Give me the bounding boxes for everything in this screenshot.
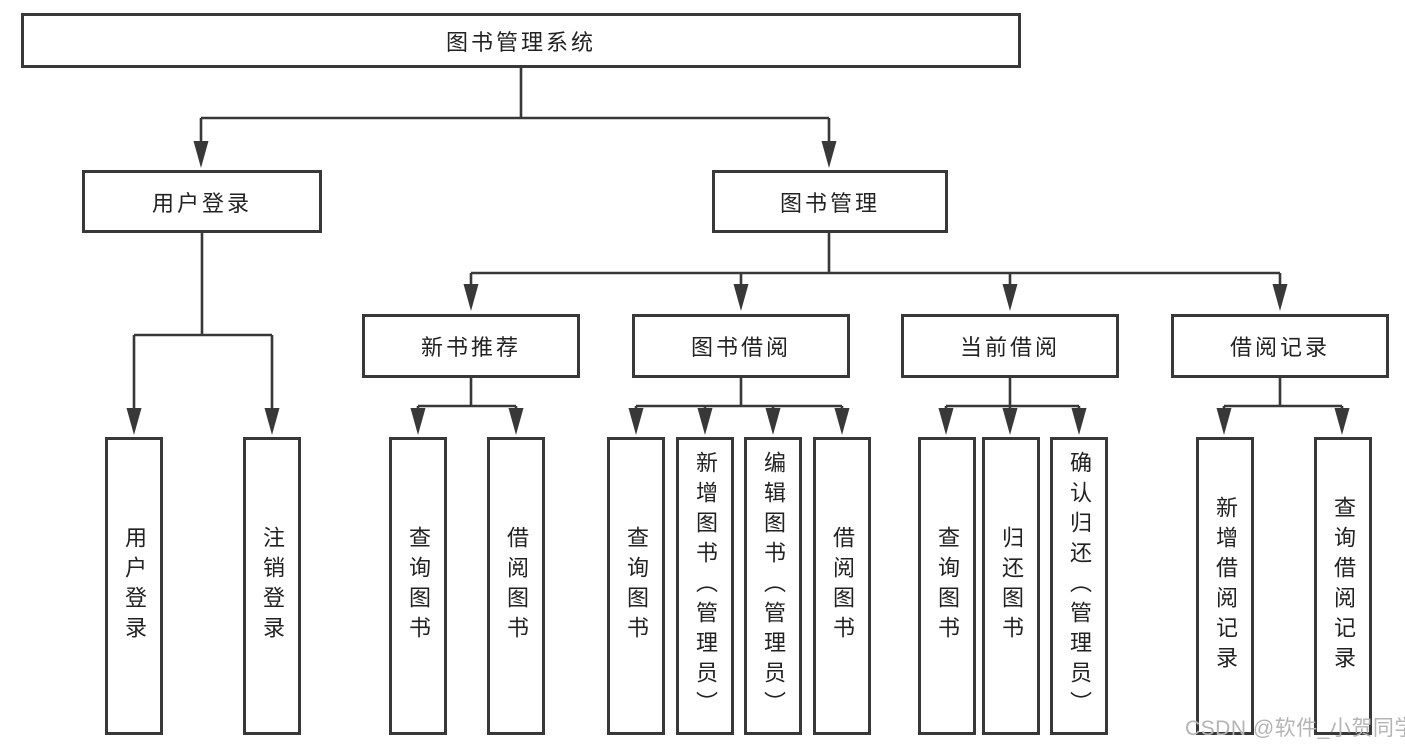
leaf-query-books-borrow-label: 查询图书	[624, 526, 649, 646]
leaf-confirm-return-admin-label: 确认归还（管理员）	[1067, 451, 1092, 721]
node-borrow-records-label: 借阅记录	[1229, 335, 1330, 360]
leaf-query-books-current-label: 查询图书	[935, 526, 960, 646]
leaf-logout-label: 注销登录	[260, 526, 285, 646]
arrowhead	[410, 408, 426, 435]
leaf-edit-books-admin: 编辑图书（管理员）	[744, 437, 802, 735]
leaf-query-books-recommend-label: 查询图书	[406, 526, 431, 646]
connector-line	[469, 233, 1282, 285]
arrowhead	[1216, 408, 1232, 435]
arrowhead	[821, 141, 837, 168]
watermark-text: CSDN @软件_小贺同学	[1185, 717, 1405, 740]
arrowhead	[1272, 284, 1288, 311]
leaf-user-login: 用户登录	[105, 437, 163, 735]
arrowhead	[1002, 408, 1018, 435]
leaf-query-books-recommend: 查询图书	[389, 437, 447, 735]
leaf-return-books: 归还图书	[982, 437, 1040, 735]
connector-line	[634, 378, 844, 410]
connector-line	[416, 378, 518, 410]
leaf-edit-books-admin-label: 编辑图书（管理员）	[761, 451, 786, 721]
leaf-return-books-label: 归还图书	[999, 526, 1024, 646]
arrowhead	[1002, 284, 1018, 311]
arrowhead	[834, 408, 850, 435]
node-book-management-label: 图书管理	[779, 190, 880, 216]
leaf-query-books-borrow: 查询图书	[607, 437, 665, 735]
connector-new-book-recommend-to-leaves	[410, 378, 524, 435]
arrowhead	[733, 284, 749, 311]
connector-line	[1222, 378, 1344, 410]
arrowhead	[765, 408, 781, 435]
leaf-user-login-label: 用户登录	[122, 526, 147, 646]
leaf-borrow-books-recommend-label: 借阅图书	[504, 526, 529, 646]
leaf-borrow-books-label: 借阅图书	[830, 526, 855, 646]
leaf-logout: 注销登录	[243, 437, 301, 735]
leaf-add-books-admin: 新增图书（管理员）	[676, 437, 734, 735]
arrowhead	[193, 141, 209, 168]
node-current-borrow: 当前借阅	[901, 314, 1119, 378]
arrowhead	[264, 408, 280, 435]
arrowhead	[1071, 408, 1087, 435]
leaf-borrow-books: 借阅图书	[813, 437, 871, 735]
arrowhead	[1334, 408, 1350, 435]
connector-root-to-level1	[193, 68, 837, 168]
node-current-borrow-label: 当前借阅	[959, 335, 1060, 360]
arrowhead	[628, 408, 644, 435]
leaf-query-borrow-record-label: 查询借阅记录	[1331, 496, 1356, 676]
leaf-query-borrow-record: 查询借阅记录	[1314, 437, 1372, 735]
leaf-add-books-admin-label: 新增图书（管理员）	[693, 451, 718, 721]
connector-book-borrow-to-leaves	[628, 378, 850, 435]
node-borrow-records: 借阅记录	[1171, 314, 1389, 378]
node-root-label: 图书管理系统	[445, 29, 596, 55]
arrowhead	[508, 408, 524, 435]
leaf-add-borrow-record-label: 新增借阅记录	[1213, 496, 1238, 676]
leaf-borrow-books-recommend: 借阅图书	[487, 437, 545, 735]
leaf-confirm-return-admin: 确认归还（管理员）	[1050, 437, 1108, 735]
node-book-borrow: 图书借阅	[632, 314, 850, 378]
arrowhead	[938, 408, 954, 435]
connector-book-management-to-level2	[463, 233, 1288, 311]
connector-line	[132, 233, 274, 410]
leaf-add-borrow-record: 新增借阅记录	[1196, 437, 1254, 735]
node-user-login: 用户登录	[82, 170, 322, 233]
node-book-borrow-label: 图书借阅	[690, 335, 791, 360]
arrowhead	[126, 408, 142, 435]
node-new-book-recommend-label: 新书推荐	[420, 335, 521, 360]
node-book-management: 图书管理	[712, 170, 948, 233]
connector-line	[199, 68, 831, 142]
node-new-book-recommend: 新书推荐	[362, 314, 580, 378]
connector-borrow-records-to-leaves	[1216, 378, 1350, 435]
arrowhead	[463, 284, 479, 311]
node-root: 图书管理系统	[21, 13, 1021, 68]
node-user-login-label: 用户登录	[151, 190, 252, 216]
connector-line	[944, 378, 1081, 410]
leaf-query-books-current: 查询图书	[918, 437, 976, 735]
arrowhead	[697, 408, 713, 435]
connector-current-borrow-to-leaves	[938, 378, 1087, 435]
connector-user-login-to-leaves	[126, 233, 280, 435]
